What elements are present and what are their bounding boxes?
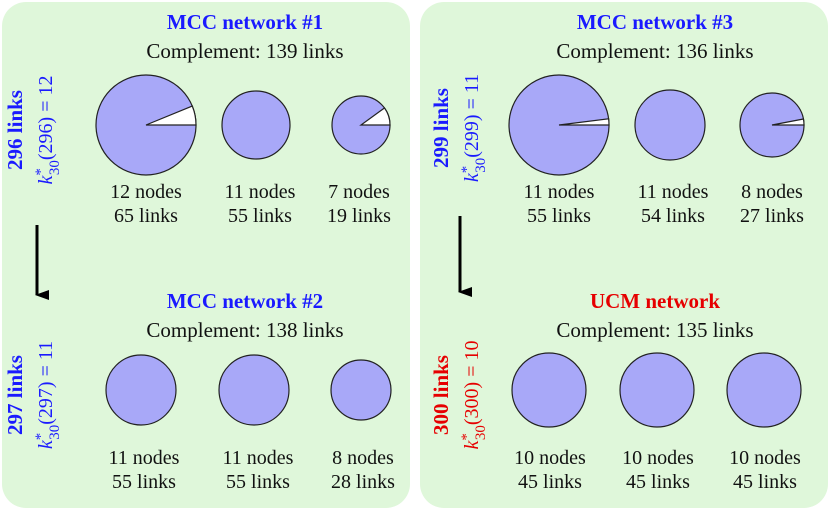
k-part: (300) (461, 382, 483, 425)
component-nodes: 11 nodes (638, 181, 709, 203)
component-circle (218, 354, 290, 426)
network-title: MCC network #1 (167, 10, 323, 34)
side-links: 299 links (429, 88, 453, 168)
component-links: 55 links (226, 471, 290, 493)
component-nodes: 10 nodes (622, 447, 694, 469)
component-nodes: 11 nodes (225, 181, 296, 203)
side-links: 300 links (429, 355, 453, 435)
k-part: 30 (47, 160, 63, 175)
k-part: = 11 (461, 74, 483, 115)
k-part: = 12 (35, 76, 57, 117)
component-nodes: 11 nodes (223, 447, 294, 469)
component-links: 28 links (331, 471, 395, 493)
k-part: * (459, 166, 475, 174)
complement-label: Complement: 139 links (146, 39, 343, 63)
k-part: (296) (35, 117, 57, 160)
k-part: k (35, 175, 57, 185)
component-links: 19 links (327, 205, 391, 227)
component-circle (739, 92, 805, 158)
network-title: MCC network #2 (167, 289, 323, 313)
missing-links-slice (771, 118, 805, 126)
k-part: 30 (47, 425, 63, 440)
component-links: 45 links (733, 471, 797, 493)
component-disc (726, 352, 802, 428)
component-circle (331, 95, 391, 155)
component-links: 45 links (518, 471, 582, 493)
k-part: k (461, 440, 483, 450)
k-part: = 10 (461, 341, 483, 382)
missing-links-slice (145, 105, 197, 126)
complement-label: Complement: 138 links (146, 318, 343, 342)
missing-links-slice (558, 118, 610, 126)
component-nodes: 7 nodes (328, 181, 390, 203)
component-circle (619, 352, 695, 428)
component-disc (218, 354, 290, 426)
component-nodes: 11 nodes (524, 181, 595, 203)
k-part: k (35, 439, 57, 449)
k-part: * (33, 433, 49, 441)
k-part: 30 (473, 158, 489, 173)
component-circle (95, 74, 197, 176)
k-part: * (33, 168, 49, 176)
side-links: 296 links (3, 90, 27, 170)
component-links: 27 links (740, 205, 804, 227)
k-part: k (461, 172, 483, 182)
component-nodes: 8 nodes (332, 447, 394, 469)
component-disc (634, 89, 706, 161)
component-disc (221, 90, 291, 160)
side-label: 299 links k*30(299) = 11 (429, 74, 489, 182)
side-links: 297 links (3, 355, 27, 435)
component-circle (221, 90, 291, 160)
component-links: 55 links (228, 205, 292, 227)
side-label: 296 links k*30(296) = 12 (3, 76, 63, 185)
complement-label: Complement: 135 links (556, 318, 753, 342)
network-title: UCM network (590, 289, 720, 313)
component-nodes: 8 nodes (741, 181, 803, 203)
side-label: 297 links k*30(297) = 11 (3, 341, 63, 449)
component-circle (726, 352, 802, 428)
component-nodes: 11 nodes (109, 447, 180, 469)
component-disc (619, 352, 695, 428)
complement-label: Complement: 136 links (556, 39, 753, 63)
component-links: 55 links (527, 205, 591, 227)
side-k: k*30(297) = 11 (33, 341, 63, 449)
component-nodes: 12 nodes (110, 181, 182, 203)
side-label: 300 links k*30(300) = 10 (429, 341, 489, 450)
k-part: (299) (461, 114, 483, 157)
component-disc (511, 352, 587, 428)
component-links: 55 links (112, 471, 176, 493)
panel-left (2, 2, 410, 508)
side-k: k*30(299) = 11 (459, 74, 489, 182)
k-part: (297) (35, 381, 57, 424)
k-part: 30 (473, 425, 489, 440)
side-k: k*30(296) = 12 (33, 76, 63, 185)
component-circle (508, 74, 610, 176)
k-part: * (459, 433, 475, 441)
k-part: = 11 (35, 341, 57, 382)
missing-links-slice (359, 107, 391, 126)
component-links: 65 links (114, 205, 178, 227)
component-circle (105, 354, 177, 426)
component-circle (634, 89, 706, 161)
component-circle (511, 352, 587, 428)
component-disc (330, 359, 392, 421)
component-nodes: 10 nodes (514, 447, 586, 469)
component-nodes: 10 nodes (729, 447, 801, 469)
component-links: 45 links (626, 471, 690, 493)
component-links: 54 links (641, 205, 705, 227)
side-k: k*30(300) = 10 (459, 341, 489, 450)
network-title: MCC network #3 (577, 10, 733, 34)
component-disc (105, 354, 177, 426)
component-circle (330, 359, 392, 421)
